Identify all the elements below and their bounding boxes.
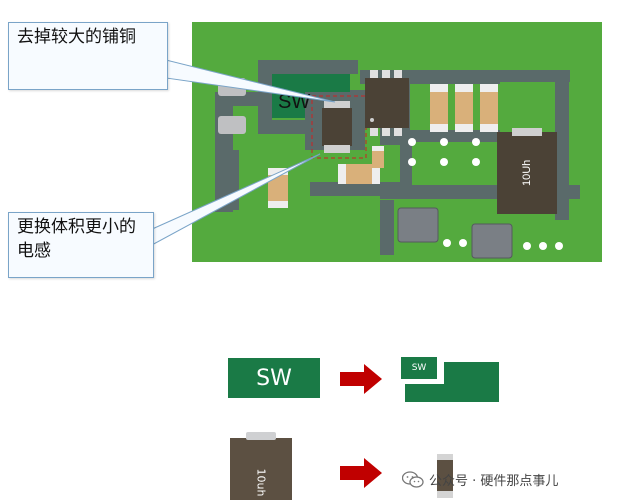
watermark-text: 公众号 · 硬件那点事儿 <box>429 474 559 489</box>
pcb-inductor-label: 10Uh <box>521 160 533 186</box>
callout-remove-copper: 去掉较大的铺铜 <box>8 22 168 90</box>
wechat-icon <box>402 470 424 488</box>
capacitor-right-small <box>372 146 384 168</box>
big-inductor-pcb <box>497 132 557 214</box>
capacitor-middle <box>338 164 380 184</box>
inductor-after-cap-bottom <box>437 491 453 498</box>
ic-pin1-dot <box>370 118 374 122</box>
small-inductor-cap-bottom <box>324 145 350 153</box>
callout-replace-inductor: 更换体积更小的电感 <box>8 212 154 278</box>
sw-copper-before: SW <box>228 358 320 398</box>
small-inductor-body <box>322 108 352 146</box>
inductor-before-cap <box>246 432 276 440</box>
inductor-after <box>437 460 453 492</box>
big-inductor-pcb-cap <box>512 128 542 136</box>
capacitors-row <box>430 84 498 132</box>
mosfet-1 <box>397 207 439 243</box>
pcb-layout-diagram: SW <box>149 22 602 262</box>
inductor-before-label: 10uh <box>254 468 268 497</box>
inductor-before <box>230 438 292 500</box>
inductor-after-cap-top <box>437 454 453 461</box>
ic-pins <box>370 70 402 136</box>
arrow-right-icon <box>340 458 382 488</box>
watermark: 公众号 · 硬件那点事儿 <box>402 470 558 489</box>
arrow-right-icon <box>340 364 382 394</box>
vias <box>408 138 563 250</box>
sw-copper-after-label: SW <box>400 356 438 380</box>
small-inductor-cap-top <box>324 101 350 109</box>
mosfet-2 <box>471 223 513 259</box>
copper-pour <box>272 74 350 118</box>
